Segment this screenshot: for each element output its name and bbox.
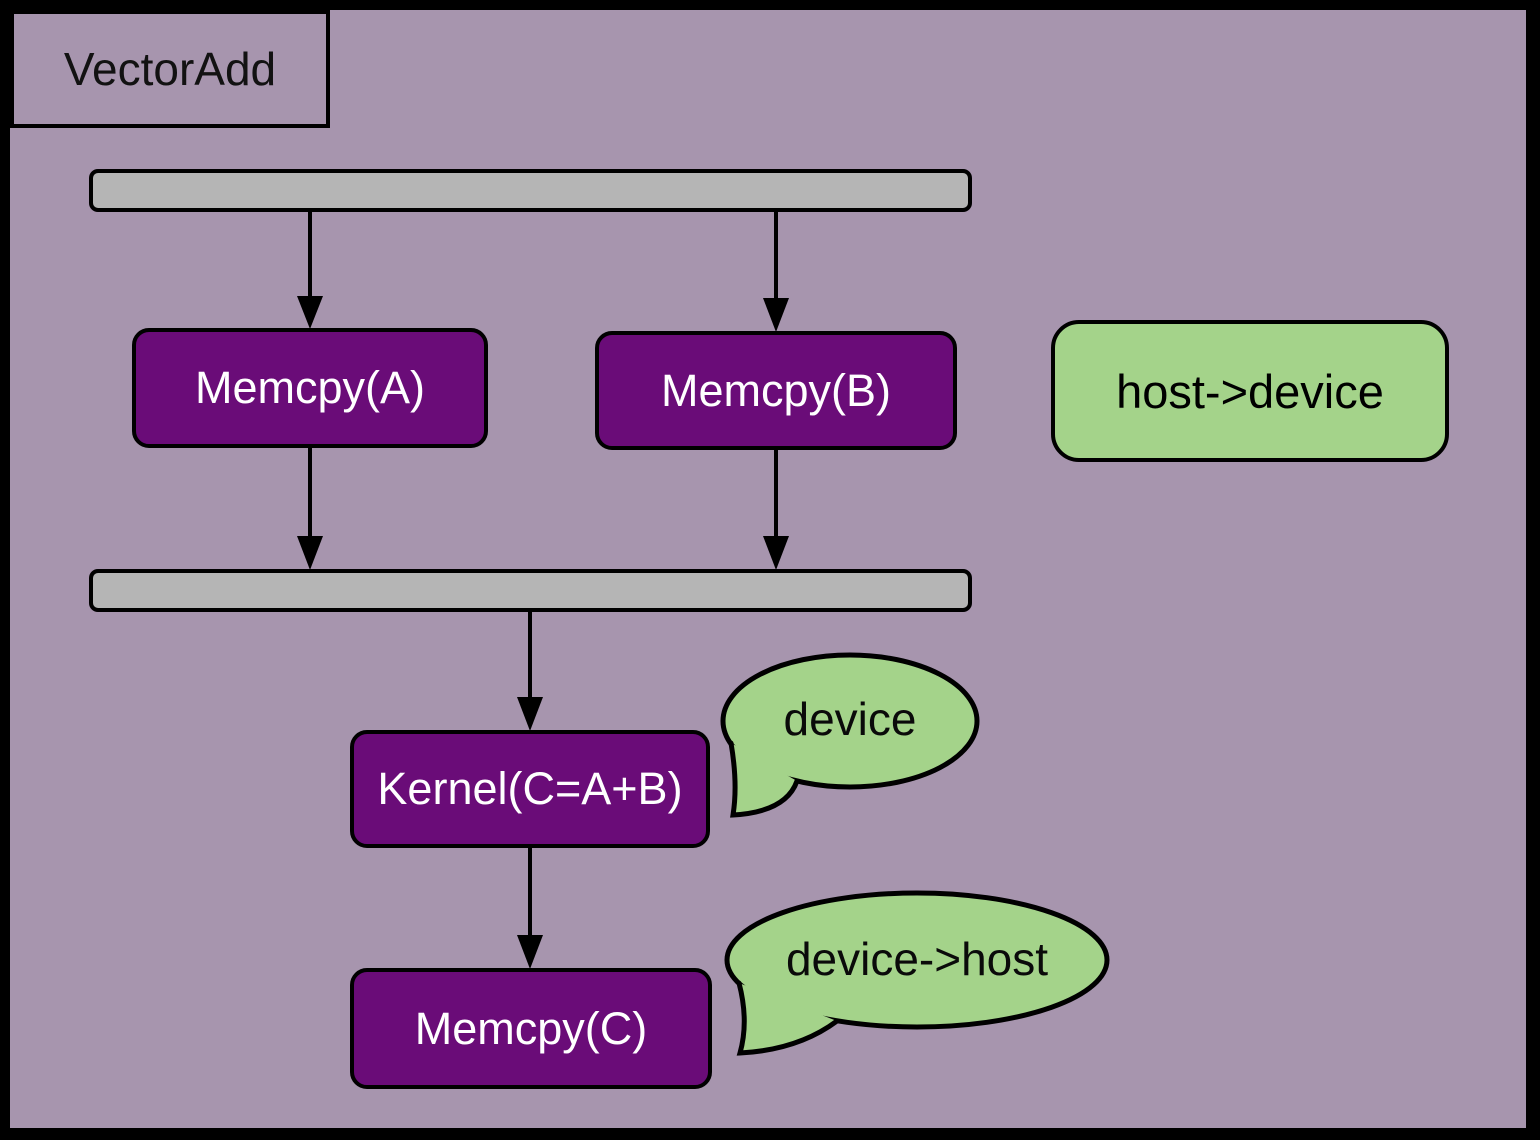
edge-memcpya-barmid bbox=[297, 448, 323, 570]
callout-device-bubble bbox=[720, 652, 980, 818]
node-label: Memcpy(C) bbox=[414, 1002, 648, 1054]
graph-title-box: VectorAdd bbox=[10, 10, 330, 128]
sync-barrier-top bbox=[89, 169, 972, 212]
edge-bartop-memcpya bbox=[297, 212, 323, 329]
sync-barrier-middle bbox=[89, 569, 972, 612]
legend-host-device: host->device bbox=[1051, 320, 1449, 462]
node-label: Memcpy(B) bbox=[660, 364, 891, 416]
legend-label: host->device bbox=[1116, 364, 1384, 418]
graph-title: VectorAdd bbox=[63, 43, 277, 95]
callout-device-host-bubble bbox=[724, 890, 1110, 1056]
arrowhead-icon bbox=[517, 697, 543, 731]
node-memcpy-b: Memcpy(B) bbox=[595, 331, 957, 450]
node-kernel: Kernel(C=A+B) bbox=[350, 730, 710, 848]
edge-bartop-memcpyb bbox=[763, 212, 789, 332]
edge-kernel-memcpyc bbox=[517, 848, 543, 969]
arrowhead-icon bbox=[297, 296, 323, 329]
node-memcpy-a: Memcpy(A) bbox=[132, 328, 488, 448]
edge-memcpyb-barmid bbox=[763, 450, 789, 570]
callout-tail bbox=[736, 980, 840, 1056]
arrowhead-icon bbox=[297, 536, 323, 570]
node-memcpy-c: Memcpy(C) bbox=[350, 968, 712, 1089]
node-label: Kernel(C=A+B) bbox=[377, 763, 683, 814]
edge-barmid-kernel bbox=[517, 610, 543, 731]
node-label: Memcpy(A) bbox=[194, 362, 425, 413]
arrowhead-icon bbox=[517, 935, 543, 969]
arrowhead-icon bbox=[763, 298, 789, 332]
callout-tail bbox=[728, 740, 800, 818]
arrowhead-icon bbox=[763, 536, 789, 570]
